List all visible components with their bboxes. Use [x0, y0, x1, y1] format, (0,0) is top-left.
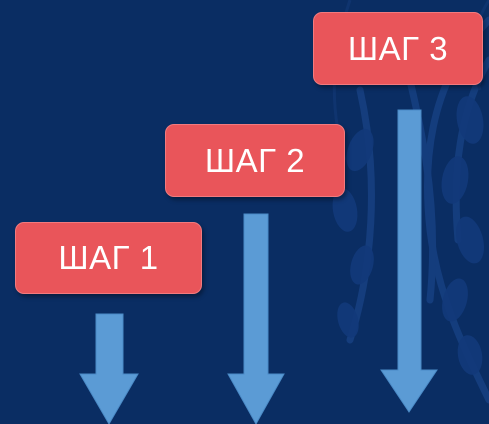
- step-2-box: ШАГ 2: [165, 124, 345, 197]
- step-3-label: ШАГ 3: [347, 29, 449, 67]
- step-2-label: ШАГ 2: [204, 141, 306, 179]
- step-1-box: ШАГ 1: [15, 222, 202, 294]
- step-3-down-arrow: [380, 109, 438, 413]
- step-3-box: ШАГ 3: [313, 12, 483, 85]
- step-2-down-arrow: [227, 213, 285, 424]
- step-1-down-arrow: [79, 313, 139, 424]
- step-1-label: ШАГ 1: [58, 239, 159, 276]
